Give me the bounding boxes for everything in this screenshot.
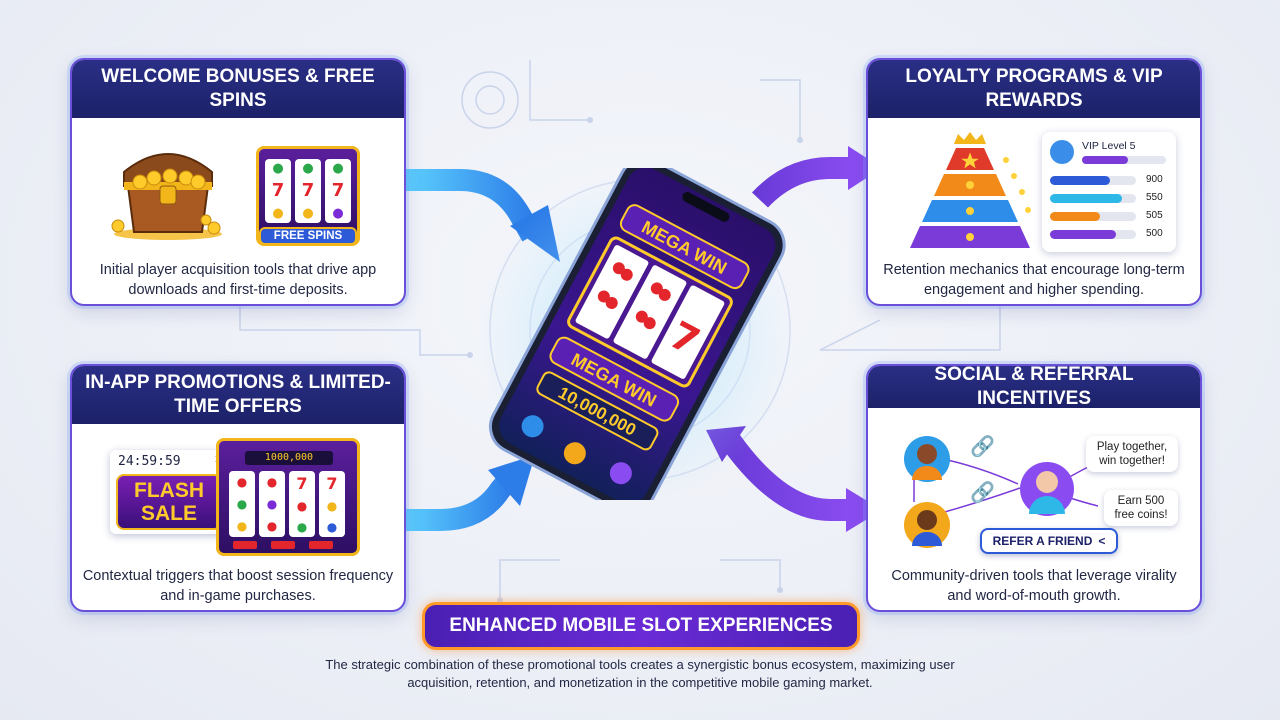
vip-level-label: VIP Level 5 (1082, 140, 1136, 152)
refer-a-friend-button[interactable]: REFER A FRIEND < (980, 528, 1118, 554)
panel-desc-social: Community-driven tools that leverage vir… (891, 568, 1177, 604)
vip-avatar (1050, 140, 1074, 164)
link-icon: 🔗 (970, 434, 995, 458)
link-icon-2: 🔗 (970, 480, 995, 504)
vip-value-4: 500 (1146, 228, 1163, 239)
treasure-chest-icon (111, 153, 222, 240)
speech-bubble-play: Play together, win together! (1086, 436, 1178, 472)
flash-sale-card: 24:59:59 ✖ FLASH SALE (110, 450, 232, 534)
panel-welcome-bonuses: WELCOME BONUSES & FREE SPINS ● 7 ● ● 7 ●… (70, 58, 406, 306)
panel-title-inapp: IN-APP PROMOTIONS & LIMITED-TIME OFFERS (72, 366, 404, 424)
avatar-friend-1 (904, 436, 950, 482)
summary-text: The strategic combination of these promo… (325, 657, 955, 690)
panel-desc-loyalty: Retention mechanics that encourage long-… (883, 262, 1185, 298)
panel-title-welcome: WELCOME BONUSES & FREE SPINS (72, 60, 404, 118)
free-spins-badge: FREE SPINS (259, 227, 357, 245)
vip-value-3: 505 (1146, 210, 1163, 221)
vip-value-1: 900 (1146, 174, 1163, 185)
flash-sale-line2: SALE (140, 502, 197, 525)
refer-button-label: REFER A FRIEND (992, 534, 1093, 548)
machine-counter: 1000,000 (245, 451, 333, 465)
avatar-referrer (1020, 462, 1074, 516)
panel-title-social: SOCIAL & REFERRAL INCENTIVES (868, 366, 1200, 409)
avatar-friend-2 (904, 502, 950, 548)
panel-desc-inapp: Contextual triggers that boost session f… (82, 568, 394, 604)
vip-pyramid-icon (910, 132, 1031, 248)
flash-sale-line1: FLASH (134, 479, 204, 502)
panel-title-loyalty: LOYALTY PROGRAMS & VIP REWARDS (868, 60, 1200, 118)
vip-level-card: VIP Level 5 900 550 505 500 (1042, 132, 1176, 252)
panel-desc-welcome: Initial player acquisition tools that dr… (99, 262, 377, 298)
panel-social-referral: SOCIAL & REFERRAL INCENTIVES 🔗 🔗 Play to… (866, 364, 1202, 612)
slot-machine-icon: ● 7 ● ● 7 ● ● 7 ● FREE SPINS (256, 146, 360, 246)
panel-inapp-promotions: IN-APP PROMOTIONS & LIMITED-TIME OFFERS … (70, 364, 406, 612)
enhanced-experiences-banner: ENHANCED MOBILE SLOT EXPERIENCES (422, 602, 860, 650)
countdown-timer: 24:59:59 (118, 454, 181, 469)
promo-slot-machine-icon: 1000,000 ●●● ●●● 7●● 7●● (216, 438, 360, 556)
smartphone-slot-game: 7 MEGA WIN MEGA WIN 10,000,000 (480, 168, 792, 500)
share-icon: < (1098, 534, 1106, 548)
panel-loyalty-programs: LOYALTY PROGRAMS & VIP REWARDS VIP Level… (866, 58, 1202, 306)
vip-value-2: 550 (1146, 192, 1163, 203)
speech-bubble-earn: Earn 500 free coins! (1104, 490, 1178, 526)
